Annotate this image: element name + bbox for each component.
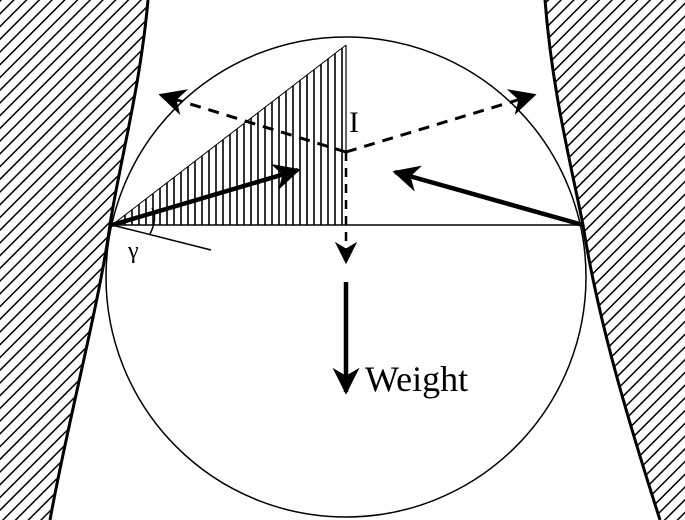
dashed-force-left xyxy=(158,89,347,154)
point-i-label: I xyxy=(349,106,359,139)
left-contact-force-arrow xyxy=(111,163,301,228)
left-wall xyxy=(0,0,148,520)
right-wall-edge xyxy=(543,0,662,520)
right-wall xyxy=(545,0,685,520)
angle-gamma-arc xyxy=(149,207,156,235)
dashed-force-right xyxy=(345,89,537,154)
hatched-region-hypotenuse xyxy=(111,44,347,226)
right-contact-force-arrow xyxy=(392,165,584,228)
angle-gamma-label: γ xyxy=(127,238,139,264)
left-wall-edge xyxy=(48,0,150,520)
weight-label: Weight xyxy=(365,359,468,399)
tangent-line xyxy=(111,224,212,251)
drop-circle xyxy=(105,36,587,518)
